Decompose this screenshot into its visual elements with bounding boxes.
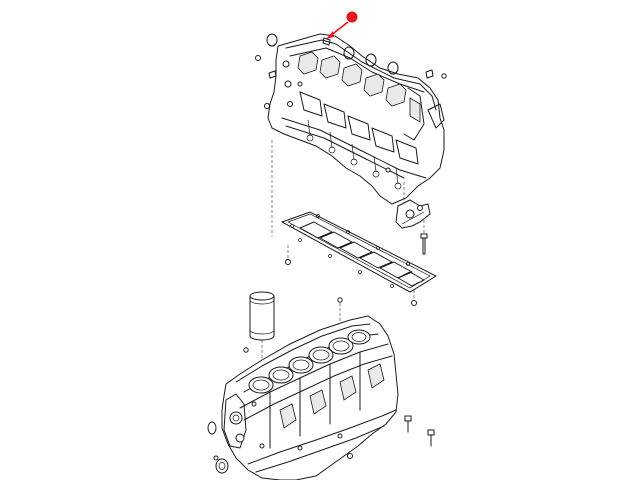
plug[interactable] [337, 297, 343, 303]
block-fasteners[interactable] [213, 415, 435, 461]
bolt[interactable] [411, 300, 417, 306]
plug[interactable] [385, 167, 391, 173]
bracket-bolt[interactable] [420, 233, 428, 255]
o-ring[interactable] [343, 46, 355, 60]
plug[interactable] [264, 103, 270, 109]
marker-arrowhead [326, 31, 334, 39]
plug[interactable] [347, 453, 353, 459]
highlight-marker[interactable] [326, 11, 358, 40]
plug[interactable] [268, 70, 277, 79]
bolt[interactable] [285, 259, 291, 265]
o-ring[interactable] [266, 33, 278, 47]
gasket-bolts[interactable] [285, 259, 417, 306]
front-seal[interactable] [215, 458, 229, 474]
bolt[interactable] [427, 429, 435, 436]
o-rings-head[interactable] [266, 33, 399, 75]
plug[interactable] [441, 73, 447, 79]
o-ring[interactable] [387, 61, 399, 75]
plug[interactable] [255, 55, 261, 61]
cylinder-liner[interactable] [249, 291, 275, 341]
o-ring[interactable] [207, 421, 217, 435]
cylinder-block[interactable] [221, 315, 399, 480]
cylinder-head[interactable] [267, 33, 445, 205]
marker-dot[interactable] [346, 11, 358, 23]
bolt[interactable] [404, 415, 412, 422]
bolt[interactable] [213, 455, 219, 461]
plug[interactable] [425, 69, 434, 79]
o-ring[interactable] [365, 53, 377, 67]
head-fasteners[interactable] [255, 37, 447, 173]
plug[interactable] [243, 347, 249, 353]
target-bolt[interactable] [322, 37, 331, 46]
cylinder-head-gasket[interactable] [280, 211, 438, 293]
lifting-bracket[interactable] [395, 199, 431, 229]
